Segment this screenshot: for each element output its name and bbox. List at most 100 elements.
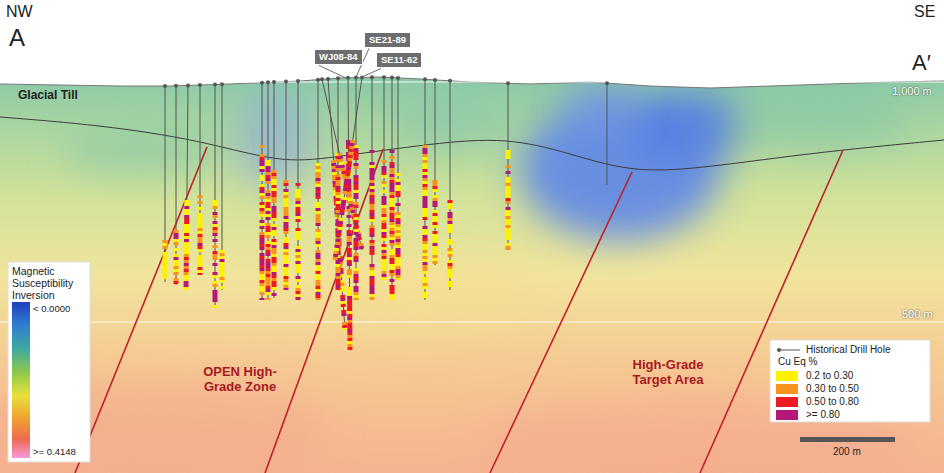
- assay-interval: [433, 252, 438, 255]
- assay-interval: [423, 208, 428, 211]
- assay-interval: [382, 232, 387, 235]
- assay-interval: [423, 262, 428, 265]
- assay-interval: [370, 150, 375, 153]
- assay-interval: [163, 267, 168, 270]
- assay-interval: [272, 233, 277, 236]
- assay-interval: [339, 212, 344, 215]
- assay-interval: [423, 193, 428, 196]
- legend-text: Historical Drill Hole: [806, 344, 890, 355]
- drill-hole-trace: [398, 78, 399, 280]
- anomaly-blob: [480, 395, 920, 473]
- assay-interval: [423, 181, 428, 184]
- assay-interval: [423, 187, 428, 190]
- drill-hole-trace: [286, 82, 287, 290]
- assay-interval: [163, 240, 168, 243]
- assay-interval: [347, 275, 352, 278]
- assay-interval: [284, 195, 289, 198]
- assay-interval: [344, 176, 349, 179]
- assay-interval: [433, 210, 438, 213]
- assay-interval: [335, 242, 340, 245]
- assay-interval: [198, 201, 203, 204]
- assay-interval: [448, 254, 453, 257]
- assay-interval: [333, 251, 338, 254]
- assay-interval: [331, 160, 336, 163]
- assay-interval: [184, 224, 189, 227]
- assay-interval: [260, 187, 265, 190]
- assay-interval: [382, 172, 387, 175]
- assay-interval: [396, 182, 401, 185]
- assay-interval: [370, 198, 375, 201]
- assay-interval: [260, 145, 265, 148]
- assay-interval: [423, 178, 428, 181]
- assay-interval: [316, 181, 321, 184]
- assay-interval: [163, 258, 168, 261]
- assay-interval: [198, 225, 203, 228]
- assay-interval: [272, 209, 277, 212]
- assay-interval: [370, 204, 375, 207]
- assay-interval: [266, 274, 271, 277]
- section-label: Magnetic Susceptibility Inversion: [12, 265, 90, 301]
- assay-interval: [266, 241, 271, 244]
- assay-interval: [370, 210, 375, 213]
- assay-interval: [382, 262, 387, 265]
- drill-hole-trace: [176, 86, 177, 285]
- legend-row: Historical Drill Hole: [776, 344, 890, 356]
- assay-interval: [448, 230, 453, 233]
- assay-interval: [184, 209, 189, 212]
- assay-interval: [272, 254, 277, 257]
- assay-interval: [266, 223, 271, 226]
- assay-interval: [347, 293, 352, 296]
- assay-interval: [272, 245, 277, 248]
- anomaly-blob: [565, 85, 635, 135]
- assay-interval: [336, 238, 341, 241]
- drill-hole-trace: [508, 83, 509, 250]
- assay-interval: [260, 238, 265, 241]
- assay-interval: [390, 255, 395, 258]
- assay-interval: [272, 266, 277, 269]
- assay-interval: [260, 298, 265, 300]
- assay-interval: [284, 273, 289, 276]
- assay-interval: [396, 194, 401, 197]
- drill-collar: [382, 75, 386, 79]
- assay-interval: [163, 246, 168, 249]
- assay-interval: [174, 236, 179, 239]
- assay-interval: [448, 281, 453, 284]
- assay-interval: [390, 156, 395, 159]
- assay-interval: [198, 213, 203, 216]
- drill-collar: [605, 81, 609, 85]
- assay-interval: [266, 178, 271, 181]
- assay-interval: [390, 204, 395, 207]
- assay-interval: [266, 289, 271, 292]
- assay-interval: [370, 171, 375, 174]
- assay-interval: [213, 233, 218, 236]
- drill-collar: [174, 84, 178, 88]
- assay-interval: [346, 179, 351, 182]
- assay-interval: [184, 281, 189, 284]
- assay-interval: [272, 230, 277, 233]
- assay-interval: [506, 183, 511, 186]
- assay-interval: [346, 182, 351, 185]
- assay-interval: [260, 277, 265, 280]
- assay-interval: [433, 222, 438, 225]
- drill-hole-trace: [222, 84, 223, 290]
- drill-hole-tag: SE21-89: [364, 32, 411, 48]
- assay-interval: [284, 210, 289, 213]
- section-label: < 0.0000: [33, 304, 70, 315]
- assay-interval: [370, 174, 375, 177]
- assay-interval: [296, 207, 301, 210]
- elevation-line: [0, 82, 944, 83]
- assay-interval: [423, 172, 428, 175]
- assay-interval: [354, 226, 359, 229]
- assay-interval: [382, 220, 387, 223]
- assay-interval: [390, 177, 395, 180]
- assay-interval: [260, 205, 265, 208]
- legend-row: 0.30 to 0.50: [776, 383, 859, 395]
- assay-interval: [448, 215, 453, 218]
- scale-bar: [800, 437, 895, 442]
- leader-line: [319, 65, 348, 79]
- assay-interval: [382, 256, 387, 259]
- assay-interval: [220, 268, 225, 271]
- assay-interval: [396, 185, 401, 188]
- assay-interval: [506, 222, 511, 225]
- colorbar-panel: [8, 262, 90, 462]
